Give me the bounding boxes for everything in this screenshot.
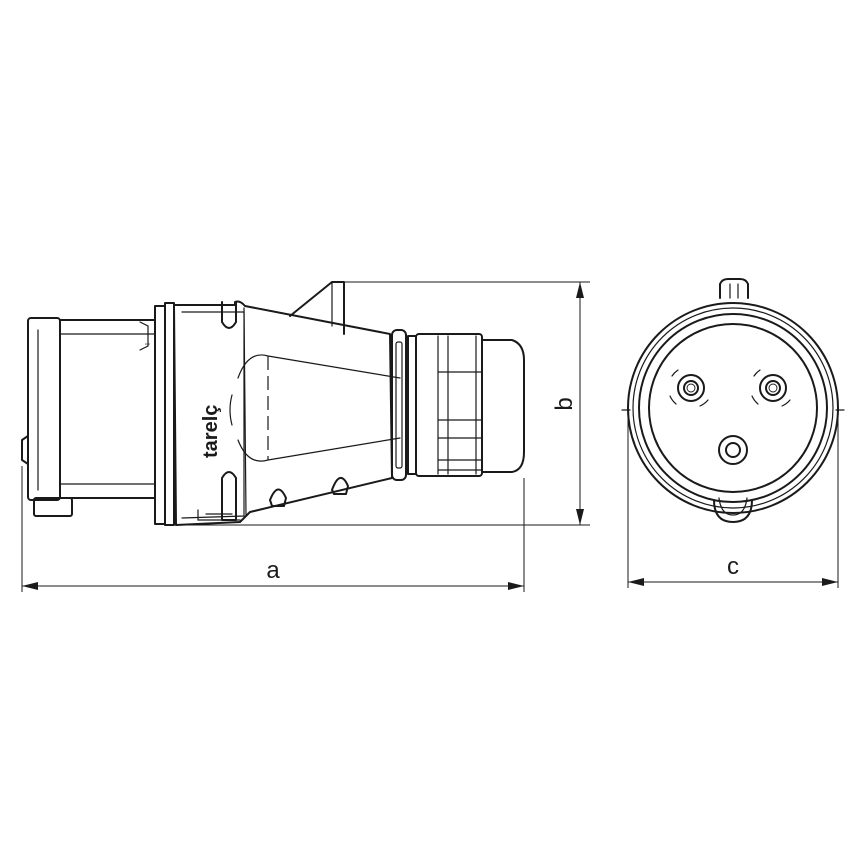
pin-hole-right [751, 369, 791, 407]
main-barrel: I [59, 319, 156, 499]
rear-cap [21, 317, 73, 517]
dimension-c-label: c [727, 553, 739, 580]
dimension-a-label: a [266, 557, 280, 584]
pin-hole-left [669, 369, 709, 407]
top-fin [289, 281, 345, 335]
outer-rim [627, 302, 839, 514]
front-view [621, 278, 845, 523]
dimension-b-label: b [551, 397, 578, 410]
dimension-a: a [21, 466, 525, 592]
flange-rings [154, 302, 175, 526]
gland-cone-hidden-lines [229, 354, 401, 462]
dimension-b: b [176, 281, 590, 526]
locking-tab [719, 278, 749, 299]
gland-nut [407, 333, 525, 477]
keyway-notch [713, 499, 753, 523]
svg-text:I: I [145, 343, 152, 345]
main-body [173, 300, 393, 526]
socket-face [648, 323, 818, 493]
dimension-c: c [627, 412, 839, 588]
clamp-flange [391, 329, 407, 481]
side-view: I [21, 281, 525, 526]
brand-text: tarelç [200, 405, 222, 458]
pin-hole-earth [718, 435, 748, 465]
